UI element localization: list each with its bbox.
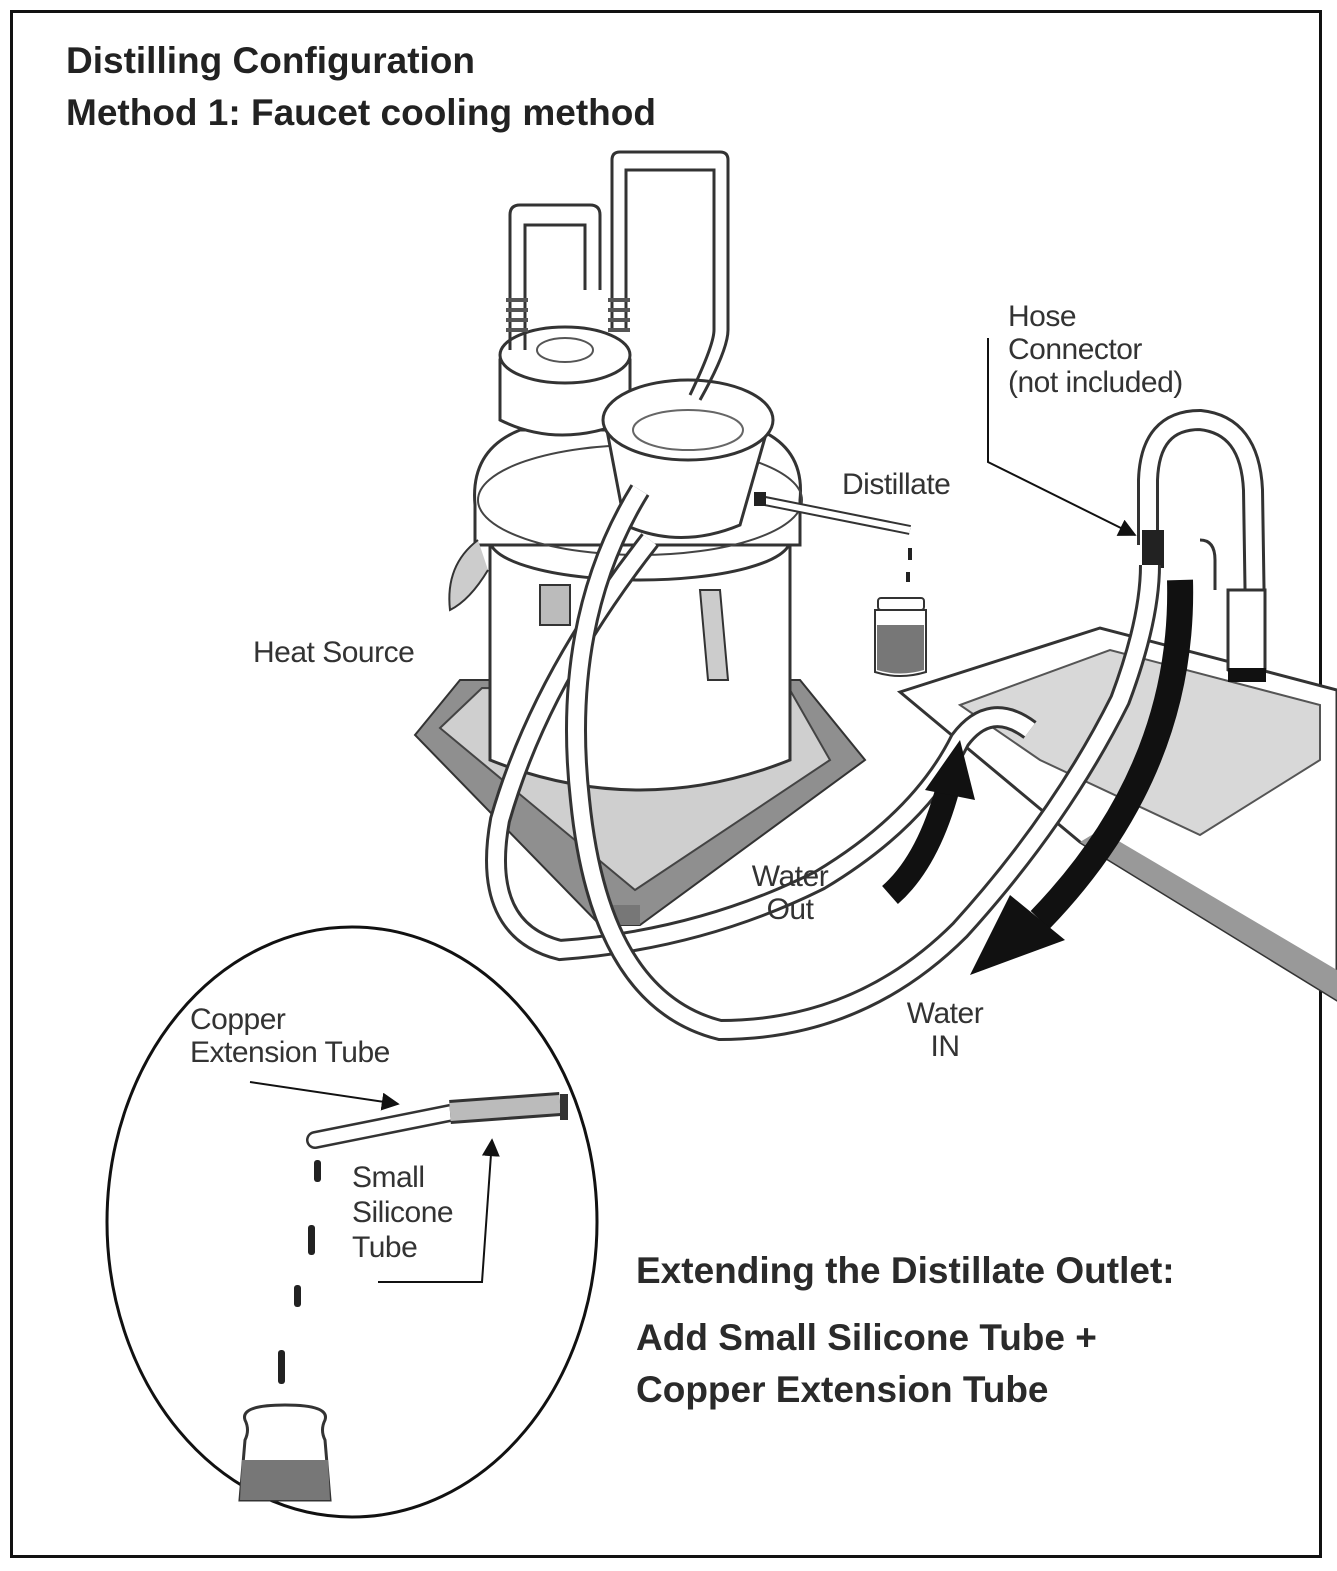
note-heading: Extending the Distillate Outlet:	[636, 1250, 1175, 1291]
hose-connector-pointer	[987, 338, 1137, 536]
diagram-title: Distilling Configuration	[66, 40, 476, 81]
silicone-tube-pointer	[378, 1138, 500, 1283]
distillate-outlet	[754, 492, 912, 582]
faucet	[1137, 408, 1267, 682]
condenser-cup	[601, 378, 775, 539]
label-water-in: Water IN	[906, 997, 984, 1063]
diagram-subtitle: Method 1: Faucet cooling method	[66, 92, 656, 133]
label-copper-tube: Copper Extension Tube	[190, 1003, 390, 1069]
label-small-silicone: Small Silicone Tube	[352, 1161, 454, 1264]
note-line-2: Copper Extension Tube	[636, 1369, 1049, 1410]
water-out-arrow	[881, 740, 975, 905]
water-in-arrow	[970, 579, 1194, 975]
label-water-out: Water Out	[751, 860, 829, 926]
distillate-jar	[874, 597, 927, 677]
inset-detail	[105, 925, 599, 1519]
label-distillate: Distillate	[842, 468, 951, 501]
copper-tube-pointer	[249, 1081, 400, 1111]
u-tubes	[506, 150, 730, 401]
still-lid	[498, 325, 632, 437]
note-line-1: Add Small Silicone Tube +	[636, 1317, 1097, 1358]
label-heat-source: Heat Source	[253, 636, 415, 669]
label-hose-connector: Hose Connector (not included)	[1008, 300, 1183, 399]
